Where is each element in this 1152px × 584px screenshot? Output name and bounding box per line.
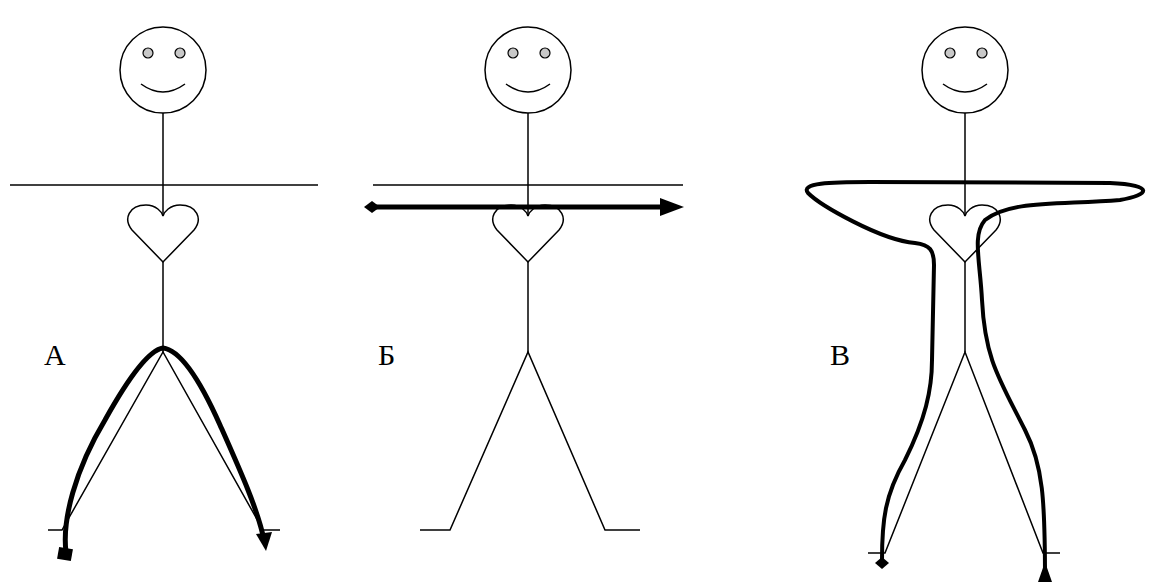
stick-figure — [364, 27, 684, 530]
stick-figure — [10, 27, 318, 561]
figure-letter: Б — [378, 340, 395, 370]
figure-letter: А — [44, 340, 66, 370]
figure-letter: В — [830, 340, 850, 370]
stick-figure — [807, 27, 1143, 582]
